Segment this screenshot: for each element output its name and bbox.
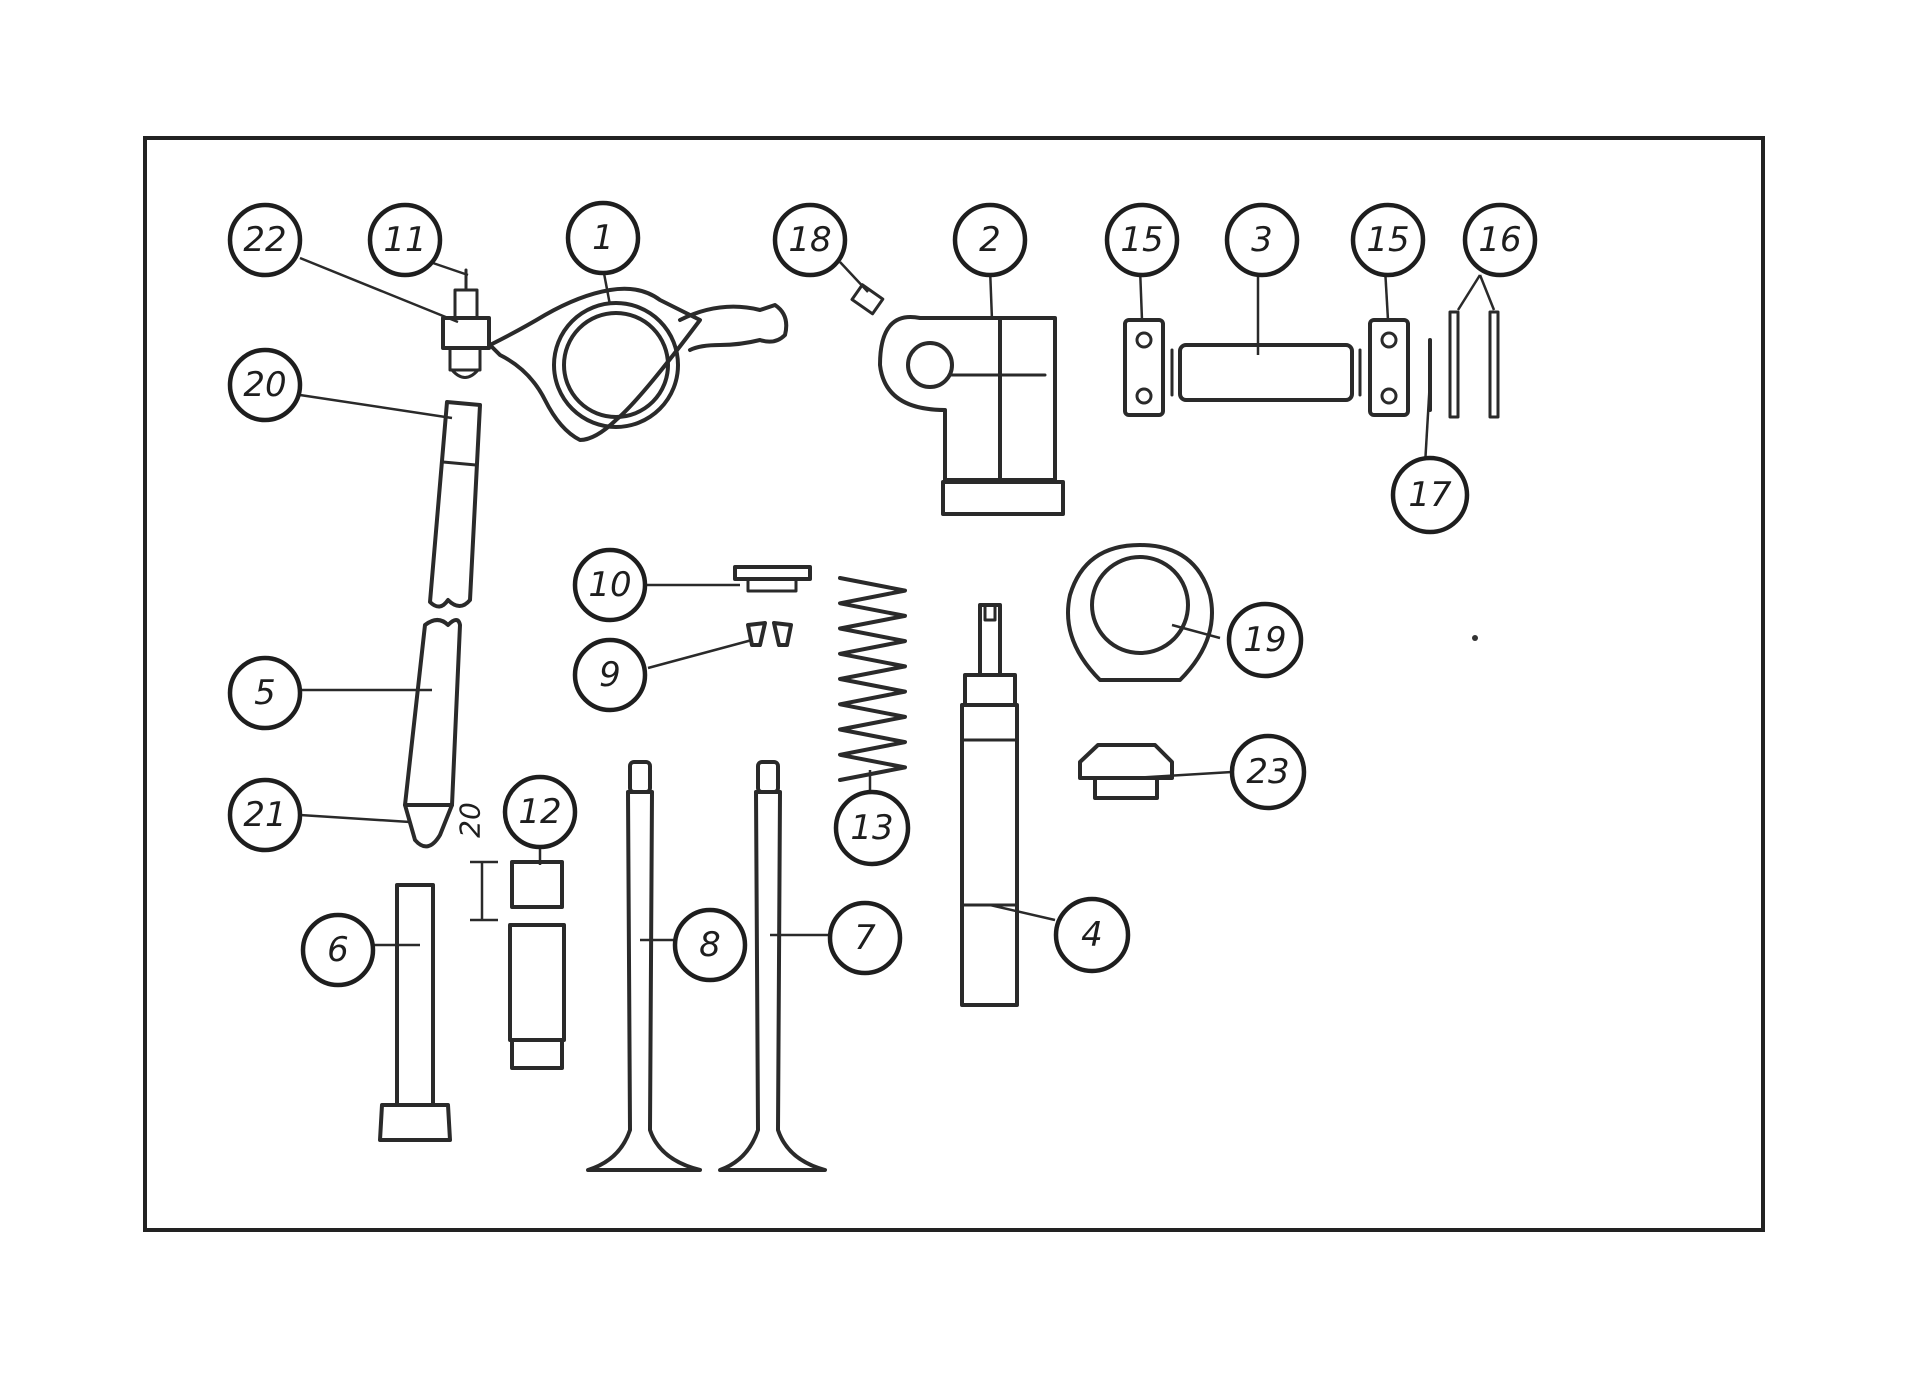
callout-7-label: 7 (854, 918, 876, 958)
callout-2-label: 2 (979, 220, 1001, 260)
part-valve-exhaust (718, 760, 827, 1172)
part-valve-intake (586, 760, 702, 1172)
callout-10-label: 10 (588, 565, 631, 605)
callout-5-label: 5 (254, 673, 276, 713)
callout-16: 16 (1462, 202, 1538, 278)
callout-2: 2 (952, 202, 1028, 278)
part-rocker-arm (488, 286, 789, 442)
callout-13: 13 (833, 789, 911, 867)
dimension-mark: 20 (454, 802, 498, 922)
callout-6: 6 (300, 912, 376, 988)
part-valve-keepers (746, 621, 793, 647)
part-valve-spring (838, 576, 907, 782)
callout-12-label: 12 (518, 792, 561, 832)
callout-6-label: 6 (327, 930, 349, 970)
part-spring-cap (733, 565, 812, 593)
callout-5: 5 (227, 655, 303, 731)
callout-18-label: 18 (788, 220, 831, 260)
callout-11-label: 11 (383, 220, 426, 260)
callout-9-label: 9 (599, 655, 621, 695)
callout-21-label: 21 (243, 795, 286, 835)
callout-8-label: 8 (699, 925, 721, 965)
diagram-frame (143, 136, 1765, 1232)
callout-11: 11 (367, 202, 443, 278)
part-adjusting-screw (441, 268, 491, 379)
callout-16-label: 16 (1478, 220, 1521, 260)
callout-10: 10 (572, 547, 648, 623)
callout-4-label: 4 (1081, 915, 1103, 955)
part-hex-nut (1078, 743, 1174, 800)
part-pushrod-upper (428, 400, 482, 609)
dimension-value: 20 (454, 802, 487, 838)
part-tappet (508, 860, 566, 1070)
callout-7: 7 (827, 900, 903, 976)
callout-4: 4 (1053, 896, 1131, 974)
callout-15-right-label: 15 (1366, 220, 1409, 260)
part-spring-washers (1448, 310, 1500, 419)
callout-9: 9 (572, 637, 648, 713)
callout-1-label: 1 (592, 218, 614, 258)
part-stud (960, 603, 1019, 1007)
part-spacer-right (1368, 318, 1410, 417)
callout-3: 3 (1224, 202, 1300, 278)
callout-21: 21 (227, 777, 303, 853)
callout-20-label: 20 (243, 365, 286, 405)
part-rocker-support (878, 315, 1065, 516)
callout-3-label: 3 (1251, 220, 1273, 260)
callout-1: 1 (565, 200, 641, 276)
callout-22-label: 22 (243, 220, 286, 260)
callout-17: 17 (1390, 455, 1470, 535)
part-bolt (378, 883, 452, 1142)
stray-dot (1472, 635, 1478, 641)
part-pushrod-lower (403, 618, 462, 849)
callout-23-label: 23 (1246, 752, 1289, 792)
callout-20: 20 (227, 347, 303, 423)
part-ring (1066, 543, 1214, 682)
part-plug (850, 283, 885, 316)
callout-15-right: 15 (1350, 202, 1426, 278)
callout-15-left-label: 15 (1120, 220, 1163, 260)
callout-12: 12 (502, 774, 578, 850)
callout-22: 22 (227, 202, 303, 278)
callout-8: 8 (672, 907, 748, 983)
part-rocker-shaft (1170, 343, 1362, 402)
callout-23: 23 (1229, 733, 1307, 811)
callout-17-label: 17 (1408, 475, 1452, 515)
callout-18: 18 (772, 202, 848, 278)
callout-13-label: 13 (850, 808, 893, 848)
callout-19-label: 19 (1243, 620, 1286, 660)
callout-19: 19 (1226, 601, 1304, 679)
callout-15-left: 15 (1104, 202, 1180, 278)
part-spacer-left (1123, 318, 1165, 417)
